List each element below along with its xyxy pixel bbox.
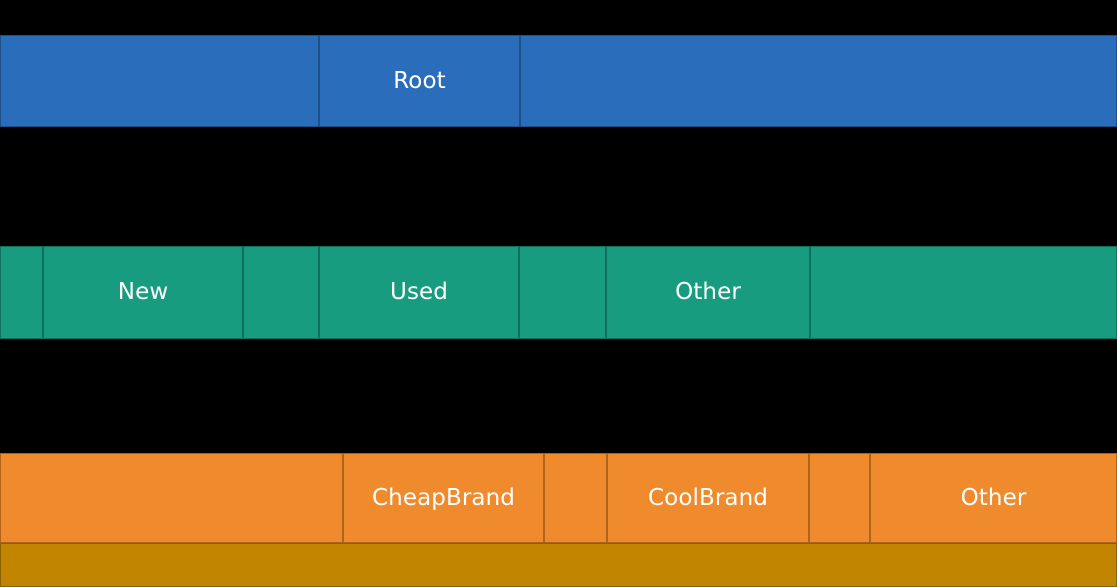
icicle-node-segment[interactable] <box>520 35 1117 127</box>
icicle-node-used[interactable]: Used <box>319 246 519 339</box>
icicle-node-label: Other <box>675 279 741 305</box>
icicle-node-cheapbrand[interactable]: CheapBrand <box>343 453 544 543</box>
icicle-node-label: Other <box>960 484 1027 511</box>
icicle-node-label: New <box>117 279 169 305</box>
icicle-node-label: Used <box>390 279 448 305</box>
icicle-node-segment[interactable] <box>519 246 606 339</box>
icicle-node-segment[interactable] <box>0 246 43 339</box>
root-level: Root <box>0 35 1117 127</box>
icicle-node-segment[interactable] <box>809 453 870 543</box>
icicle-node-root[interactable]: Root <box>319 35 520 127</box>
condition-level: New Used Other <box>0 246 1117 339</box>
icicle-node-new[interactable]: New <box>43 246 243 339</box>
icicle-node-segment[interactable] <box>0 453 343 543</box>
icicle-node-segment[interactable] <box>243 246 319 339</box>
icicle-node-segment[interactable] <box>0 35 319 127</box>
icicle-node-other[interactable]: Other <box>606 246 810 339</box>
icicle-node-label: CoolBrand <box>648 484 768 511</box>
icicle-node-label: CheapBrand <box>372 484 515 511</box>
icicle-node-coolbrand[interactable]: CoolBrand <box>607 453 809 543</box>
detail-level <box>0 543 1117 587</box>
icicle-node-segment[interactable] <box>810 246 1117 339</box>
icicle-node-segment[interactable] <box>544 453 607 543</box>
icicle-node-other[interactable]: Other <box>870 453 1117 543</box>
icicle-node-segment[interactable] <box>0 543 1117 587</box>
brand-level: CheapBrand CoolBrand Other <box>0 453 1117 543</box>
icicle-node-label: Root <box>393 67 446 94</box>
